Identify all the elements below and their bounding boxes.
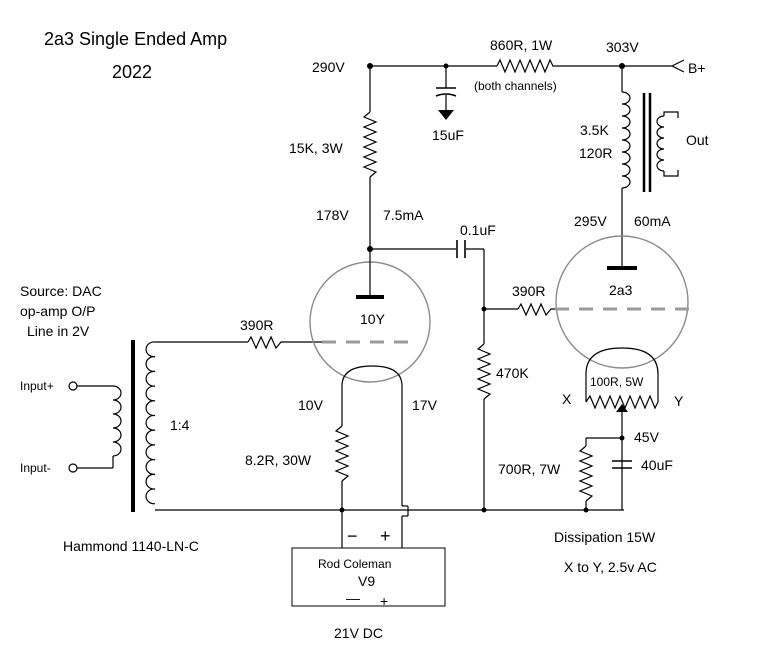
resistor-470k <box>476 343 492 400</box>
label-295v: 295V <box>574 213 607 229</box>
label-supply-minus-2: — <box>346 590 360 606</box>
capacitor-15uf <box>435 66 457 120</box>
label-303v: 303V <box>606 39 639 55</box>
label-390r-input: 390R <box>240 317 273 333</box>
terminal-input-minus[interactable] <box>68 463 78 473</box>
label-470k: 470K <box>496 365 529 381</box>
terminal-input-plus[interactable] <box>68 381 78 391</box>
tube-2a3 <box>555 235 689 369</box>
top-rail <box>370 59 685 73</box>
label-60ma: 60mA <box>634 213 671 229</box>
resistor-390r-output <box>517 302 555 317</box>
label-hum-pot: 100R, 5W <box>590 375 644 389</box>
label-21v-dc: 21V DC <box>334 625 383 641</box>
input-transformer <box>76 340 156 512</box>
label-17v: 17V <box>412 397 438 413</box>
label-x: X <box>562 391 572 407</box>
label-out: Out <box>686 132 709 148</box>
resistor-700r <box>578 445 594 502</box>
label-supply-model: V9 <box>358 573 375 589</box>
label-b-plus: B+ <box>688 60 706 76</box>
label-x-to-y: X to Y, 2.5v AC <box>564 559 657 575</box>
label-390r-output: 390R <box>512 283 545 299</box>
label-y: Y <box>674 393 684 409</box>
potentiometer-100r[interactable] <box>585 394 659 410</box>
label-supply-plus-2: + <box>380 593 388 609</box>
supply-box <box>291 547 446 607</box>
label-source-2: op-amp O/P <box>20 303 95 319</box>
resistor-15k <box>362 111 378 178</box>
capacitor-0-1uf <box>456 240 466 258</box>
label-tube-2a3: 2a3 <box>609 282 633 298</box>
label-hammond: Hammond 1140-LN-C <box>63 538 199 554</box>
pot-wiper-arrow <box>616 404 628 412</box>
label-xfmr-dcr: 120R <box>579 145 612 161</box>
label-supply-plus: + <box>380 526 391 546</box>
label-178v: 178V <box>316 207 349 223</box>
label-dissipation: Dissipation 15W <box>554 529 656 545</box>
label-input-minus: Input- <box>20 461 51 475</box>
label-source-3: Line in 2V <box>27 323 90 339</box>
label-290v: 290V <box>312 59 345 75</box>
label-input-plus: Input+ <box>20 379 54 393</box>
label-40uf: 40uF <box>641 457 673 473</box>
label-8-2r: 8.2R, 30W <box>245 452 312 468</box>
label-7-5ma: 7.5mA <box>383 207 424 223</box>
resistor-860r <box>496 58 556 74</box>
label-15uf: 15uF <box>432 127 464 143</box>
label-source-1: Source: DAC <box>20 283 102 299</box>
label-45v: 45V <box>634 429 660 445</box>
output-transformer <box>621 66 679 268</box>
label-supply-minus: − <box>347 526 358 546</box>
label-ratio: 1:4 <box>170 417 190 433</box>
resistor-8-2r <box>334 425 350 482</box>
label-860r: 860R, 1W <box>490 37 553 53</box>
label-15k: 15K, 3W <box>289 140 343 156</box>
label-10v: 10V <box>298 397 324 413</box>
label-0-1uf: 0.1uF <box>460 222 496 238</box>
label-supply-name: Rod Coleman <box>318 557 391 571</box>
title-line2: 2022 <box>112 62 152 82</box>
label-both-channels: (both channels) <box>474 79 557 93</box>
capacitor-40uf <box>612 460 632 469</box>
label-700r: 700R, 7W <box>498 461 561 477</box>
label-tube-10y: 10Y <box>360 311 386 327</box>
title-line1: 2a3 Single Ended Amp <box>44 29 227 49</box>
label-xfmr-z: 3.5K <box>580 122 609 138</box>
resistor-390r-input <box>247 335 283 350</box>
